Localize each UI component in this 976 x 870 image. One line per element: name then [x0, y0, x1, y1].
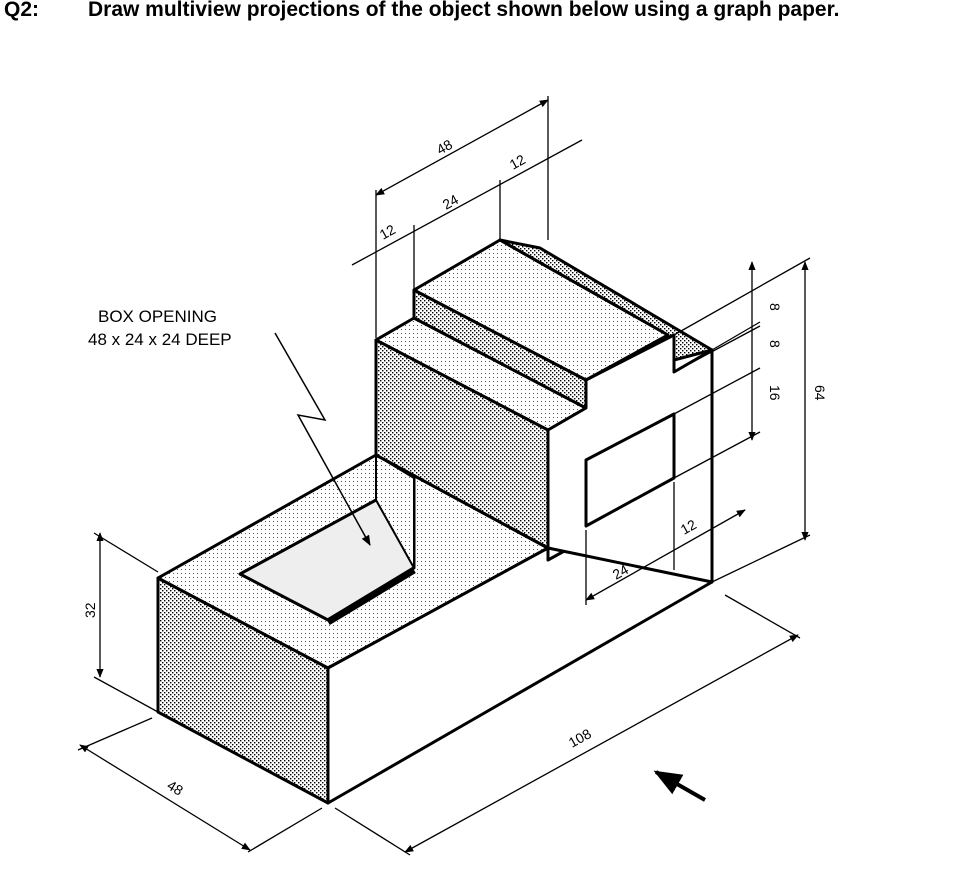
dim-top-overall: 48 [434, 136, 456, 158]
dim-top-middle: 24 [440, 191, 462, 213]
box-opening-shadow [326, 567, 416, 625]
dim-right-top-a: 8 [767, 303, 783, 311]
view-direction-arrow [653, 770, 706, 802]
question-text: Draw multiview projections of the object… [88, 0, 840, 21]
dim-left-width: 48 [164, 777, 186, 799]
dim-right-overall: 64 [812, 385, 828, 401]
dim-top-right: 12 [507, 151, 529, 173]
annotation-line-1: BOX OPENING [98, 307, 217, 326]
dim-window-width: 24 [610, 561, 632, 583]
question-number: Q2: [4, 0, 40, 21]
dim-right-mid: 16 [767, 385, 783, 401]
dim-top-left: 12 [377, 221, 399, 243]
dim-left-height: 32 [82, 602, 98, 618]
dim-right-top-b: 8 [767, 340, 783, 348]
top-slot [498, 238, 714, 362]
question-header: Q2: Draw multiview projections of the ob… [0, 0, 976, 30]
annotation-line-2: 48 x 24 x 24 DEEP [88, 330, 232, 349]
object-geometry [156, 238, 714, 805]
dim-window-offset: 12 [678, 516, 700, 538]
annotation-leader [274, 332, 371, 546]
dimension-lines [77, 96, 811, 856]
dim-length: 108 [566, 725, 594, 750]
